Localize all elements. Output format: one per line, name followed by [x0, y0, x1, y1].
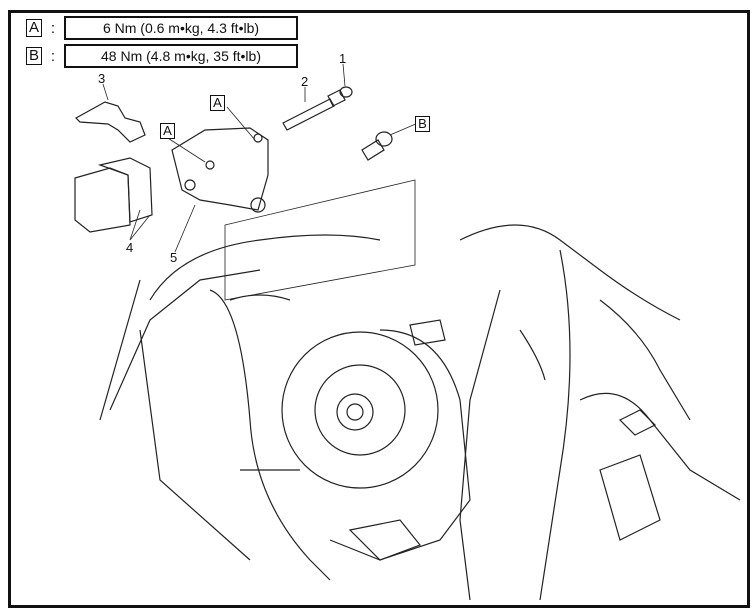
caliper-pin: [282, 86, 353, 131]
torque-value: 6 Nm (0.6 m•kg, 4.3 ft•lb): [64, 16, 298, 40]
leader-lines: [102, 63, 419, 253]
torque-row-a: A : 6 Nm (0.6 m•kg, 4.3 ft•lb): [26, 16, 298, 40]
torque-colon: :: [50, 47, 56, 65]
brake-pads: [74, 157, 153, 233]
diagram-frame: [8, 10, 750, 608]
torque-label-b: B: [415, 116, 430, 132]
pad-spring: [75, 101, 146, 143]
torque-label-a: A: [160, 123, 175, 139]
torque-letter: B: [26, 47, 42, 65]
callout-2: 2: [301, 74, 309, 89]
engine-assembly: [99, 179, 741, 601]
torque-value: 48 Nm (4.8 m•kg, 35 ft•lb): [64, 44, 298, 68]
caliper-bolt: [361, 131, 393, 161]
torque-letter: A: [26, 19, 42, 37]
callout-3: 3: [98, 71, 106, 86]
torque-colon: :: [50, 19, 56, 37]
callout-5: 5: [170, 250, 178, 265]
torque-label-a: A: [210, 95, 225, 111]
callout-4: 4: [126, 240, 134, 255]
torque-row-b: B : 48 Nm (4.8 m•kg, 35 ft•lb): [26, 44, 298, 68]
brake-caliper: [171, 127, 269, 213]
callout-1: 1: [339, 51, 347, 66]
